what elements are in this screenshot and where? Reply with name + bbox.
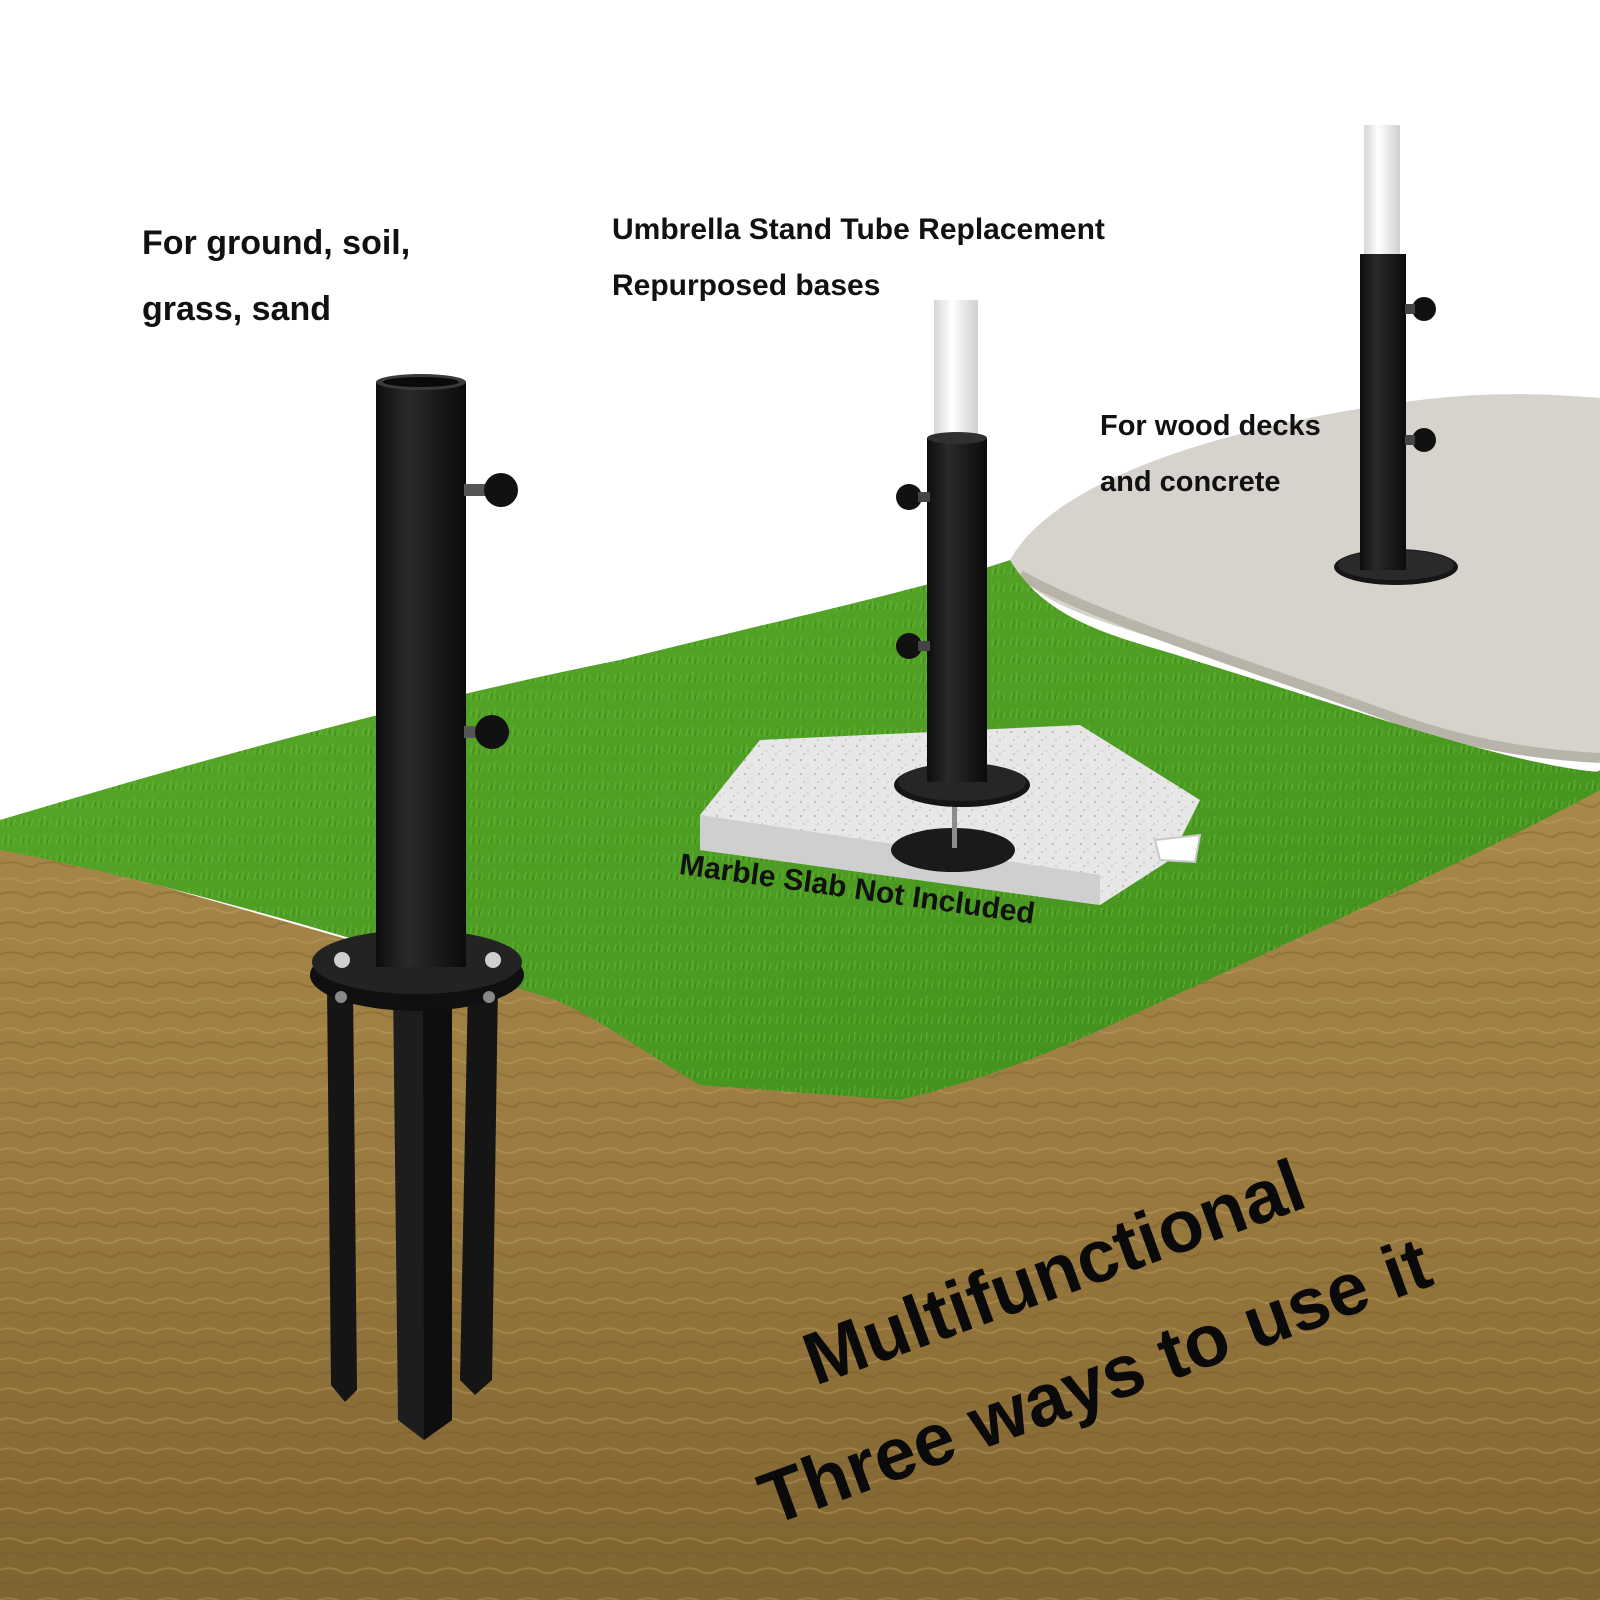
- caption-deck-line1: For wood decks: [1100, 410, 1321, 442]
- caption-tube-line2: Repurposed bases: [612, 269, 881, 302]
- caption-tube-line1: Umbrella Stand Tube Replacement: [612, 213, 1105, 246]
- marble-base-tube-icon: [891, 300, 1030, 872]
- ground-stake-icon: [310, 374, 524, 1440]
- concrete-patio: [1010, 394, 1600, 760]
- caption-deck-line2: and concrete: [1100, 466, 1281, 498]
- deck-mount-tube-icon: [1334, 125, 1458, 585]
- caption-tube-replacement: Umbrella Stand Tube Replacement Repurpos…: [612, 202, 1105, 314]
- caption-deck-use: For wood decks and concrete: [1100, 398, 1321, 510]
- caption-ground-line2: grass, sand: [142, 290, 331, 328]
- caption-ground-line1: For ground, soil,: [142, 224, 411, 262]
- caption-ground-use: For ground, soil, grass, sand: [142, 210, 410, 342]
